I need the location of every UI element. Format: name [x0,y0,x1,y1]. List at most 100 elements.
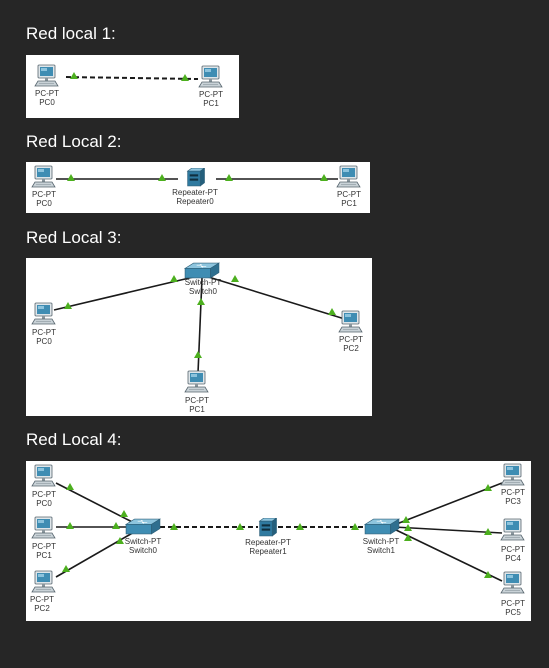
port-indicator [158,174,166,181]
pc-icon [500,571,525,594]
pc3-device[interactable]: PC-PT PC3 [500,463,525,506]
device-type-label: PC-PT [32,490,56,499]
port-indicator [231,275,239,282]
pc1-device[interactable]: PC-PT PC1 [184,370,209,414]
device-type-label: PC-PT [32,542,56,551]
pc2-device[interactable]: PC-PT PC2 [338,310,363,353]
link-switch0-pc0 [53,274,203,311]
switch-icon [125,518,161,535]
switch0-device[interactable]: Switch-PT Switch0 [184,262,222,296]
link-pc0-pc1 [65,76,199,80]
pc-icon [500,463,525,486]
device-type-label: Repeater-PT [245,538,291,547]
pc-icon [336,165,361,188]
heading-red-local-2: Red Local 2: [26,132,122,151]
link-pc0-switch0 [55,482,143,528]
device-name-label: PC2 [343,344,359,353]
port-indicator [67,174,75,181]
repeater-icon [259,518,278,537]
device-name-label: Switch1 [367,546,396,555]
port-indicator [66,522,74,529]
repeater-icon [187,168,206,187]
device-type-label: PC-PT [199,90,223,99]
port-indicator [66,483,74,490]
port-indicator [320,174,328,181]
port-indicator [70,72,78,79]
heading-red-local-1: Red local 1: [26,24,116,43]
device-name-label: Switch0 [129,546,158,555]
pc1-device[interactable]: PC-PT PC1 [198,65,223,108]
device-type-label: Switch-PT [185,278,222,287]
device-name-label: PC0 [36,199,52,208]
device-type-label: PC-PT [32,190,56,199]
device-name-label: PC3 [505,497,521,506]
switch-icon [364,518,400,535]
device-name-label: PC2 [34,604,50,613]
diagram-red-local-2: PC-PT PC0 Repeater-PT Repeater0 PC-PT PC… [26,162,370,213]
diagram-red-local-1: PC-PT PC0 PC-PT PC1 [26,55,239,118]
port-indicator [181,74,189,81]
device-type-label: PC-PT [501,545,525,554]
port-indicator [170,275,178,282]
switch1-device[interactable]: Switch-PT Switch1 [363,518,400,555]
switch-icon [184,262,220,279]
device-name-label: Repeater0 [176,197,214,206]
pc-icon [31,570,56,593]
pc0-device[interactable]: PC-PT PC0 [34,64,59,107]
pc0-device[interactable]: PC-PT PC0 [31,165,56,208]
pc1-device[interactable]: PC-PT PC1 [31,516,56,560]
pc1-device[interactable]: PC-PT PC1 [336,165,361,208]
pc-icon [500,518,525,541]
device-type-label: PC-PT [185,396,209,405]
device-type-label: PC-PT [35,89,59,98]
pc-icon [31,464,56,487]
device-type-label: PC-PT [501,599,525,608]
pc-icon [198,65,223,88]
link-pc2-switch0 [55,530,137,578]
port-indicator [197,298,205,305]
device-name-label: PC0 [36,499,52,508]
link-switch0-pc2 [201,274,349,321]
device-type-label: PC-PT [32,328,56,337]
device-type-label: Repeater-PT [172,188,218,197]
pc5-device[interactable]: PC-PT PC5 [500,571,525,617]
device-name-label: PC1 [341,199,357,208]
device-name-label: PC1 [36,551,52,560]
port-indicator [328,308,336,315]
device-name-label: PC1 [189,405,205,414]
heading-red-local-4: Red Local 4: [26,430,122,449]
diagram-red-local-3: Switch-PT Switch0 PC-PT PC0 PC-PT PC2 PC… [26,258,372,416]
device-name-label: PC1 [203,99,219,108]
pc4-device[interactable]: PC-PT PC4 [500,518,525,563]
switch0-device[interactable]: Switch-PT Switch0 [125,518,162,555]
pc-icon [184,370,209,393]
port-indicator [112,522,120,529]
device-name-label: PC5 [505,608,521,617]
device-name-label: Repeater1 [249,547,287,556]
port-indicator [120,510,128,517]
pc0-device[interactable]: PC-PT PC0 [31,464,56,508]
port-indicator [194,351,202,358]
repeater1-device[interactable]: Repeater-PT Repeater1 [245,518,291,556]
pc-icon [34,64,59,87]
device-type-label: PC-PT [501,488,525,497]
pc-icon [31,302,56,325]
device-type-label: PC-PT [337,190,361,199]
pc2-device[interactable]: PC-PT PC2 [30,570,56,613]
device-type-label: Switch-PT [125,537,162,546]
heading-red-local-3: Red Local 3: [26,228,122,247]
device-name-label: PC0 [39,98,55,107]
pc-icon [31,516,56,539]
link-switch1-pc4 [393,526,503,534]
link-switch1-pc3 [393,482,503,526]
repeater0-device[interactable]: Repeater-PT Repeater0 [172,168,218,206]
pc0-device[interactable]: PC-PT PC0 [31,302,56,346]
device-name-label: PC0 [36,337,52,346]
pc-icon [31,165,56,188]
device-type-label: PC-PT [30,595,54,604]
device-name-label: PC4 [505,554,521,563]
device-type-label: PC-PT [339,335,363,344]
link-switch1-pc5 [393,528,503,582]
device-name-label: Switch0 [189,287,218,296]
pc-icon [338,310,363,333]
